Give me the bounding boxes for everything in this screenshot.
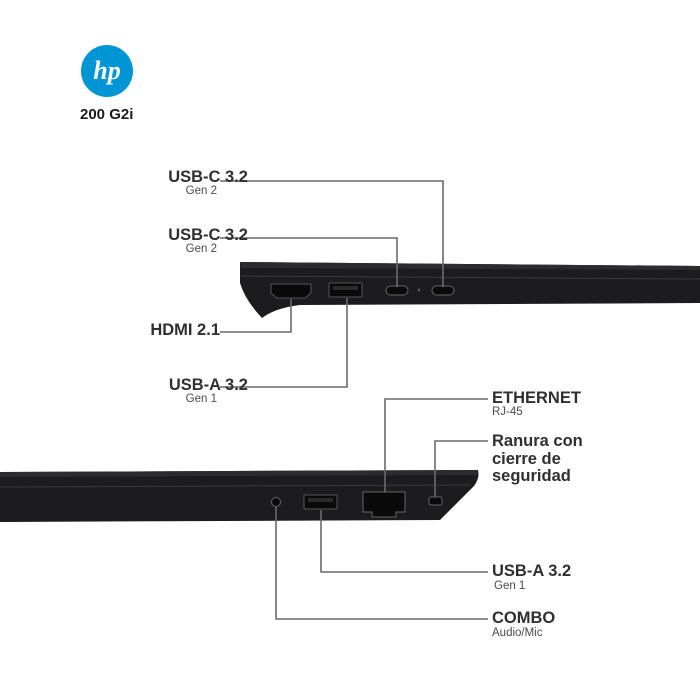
label-usba-right: USB-A 3.2 xyxy=(492,562,572,580)
security-slot xyxy=(428,496,443,506)
leader-ethernet xyxy=(384,398,488,492)
label-security-line1: Ranura con xyxy=(492,432,583,450)
sublabel-combo: Audio/Mic xyxy=(492,627,543,639)
led-indicator xyxy=(417,288,421,292)
leader-usba-left xyxy=(220,298,348,388)
label-hdmi: HDMI 2.1 xyxy=(150,321,220,339)
laptop-side-left xyxy=(240,262,700,318)
leader-usbc-2 xyxy=(220,237,398,287)
sublabel-ethernet: RJ-45 xyxy=(492,406,523,418)
hp-logo: hp xyxy=(81,45,133,97)
usb-c-port-2 xyxy=(431,285,455,296)
sublabel-usba-left: Gen 1 xyxy=(185,393,217,405)
sublabel-usbc-2: Gen 2 xyxy=(185,243,217,255)
label-security-line2: cierre de xyxy=(492,450,561,468)
hdmi-port xyxy=(270,283,312,299)
sublabel-usba-right: Gen 1 xyxy=(494,580,526,592)
label-usbc-1: USB-C 3.2 xyxy=(168,168,248,186)
ethernet-port xyxy=(362,491,406,518)
label-usbc-2: USB-C 3.2 xyxy=(168,226,248,244)
leader-usbc-1 xyxy=(220,180,444,287)
label-ethernet: ETHERNET xyxy=(492,389,581,407)
hp-logo-text: hp xyxy=(93,56,120,85)
model-name: 200 G2i xyxy=(80,106,134,123)
hp-logo-circle xyxy=(81,45,133,97)
leader-usba-right xyxy=(320,510,488,573)
leader-combo xyxy=(275,507,488,620)
leader-lines xyxy=(220,180,488,620)
label-combo: COMBO xyxy=(492,609,556,627)
usb-c-port-1 xyxy=(385,285,409,296)
label-usba-left: USB-A 3.2 xyxy=(168,376,248,394)
sublabel-usbc-1: Gen 2 xyxy=(185,185,217,197)
label-security-line3: seguridad xyxy=(492,467,571,485)
audio-jack xyxy=(271,497,281,507)
laptop-side-right xyxy=(0,470,479,522)
leader-security xyxy=(434,440,488,497)
leader-hdmi xyxy=(220,299,292,333)
